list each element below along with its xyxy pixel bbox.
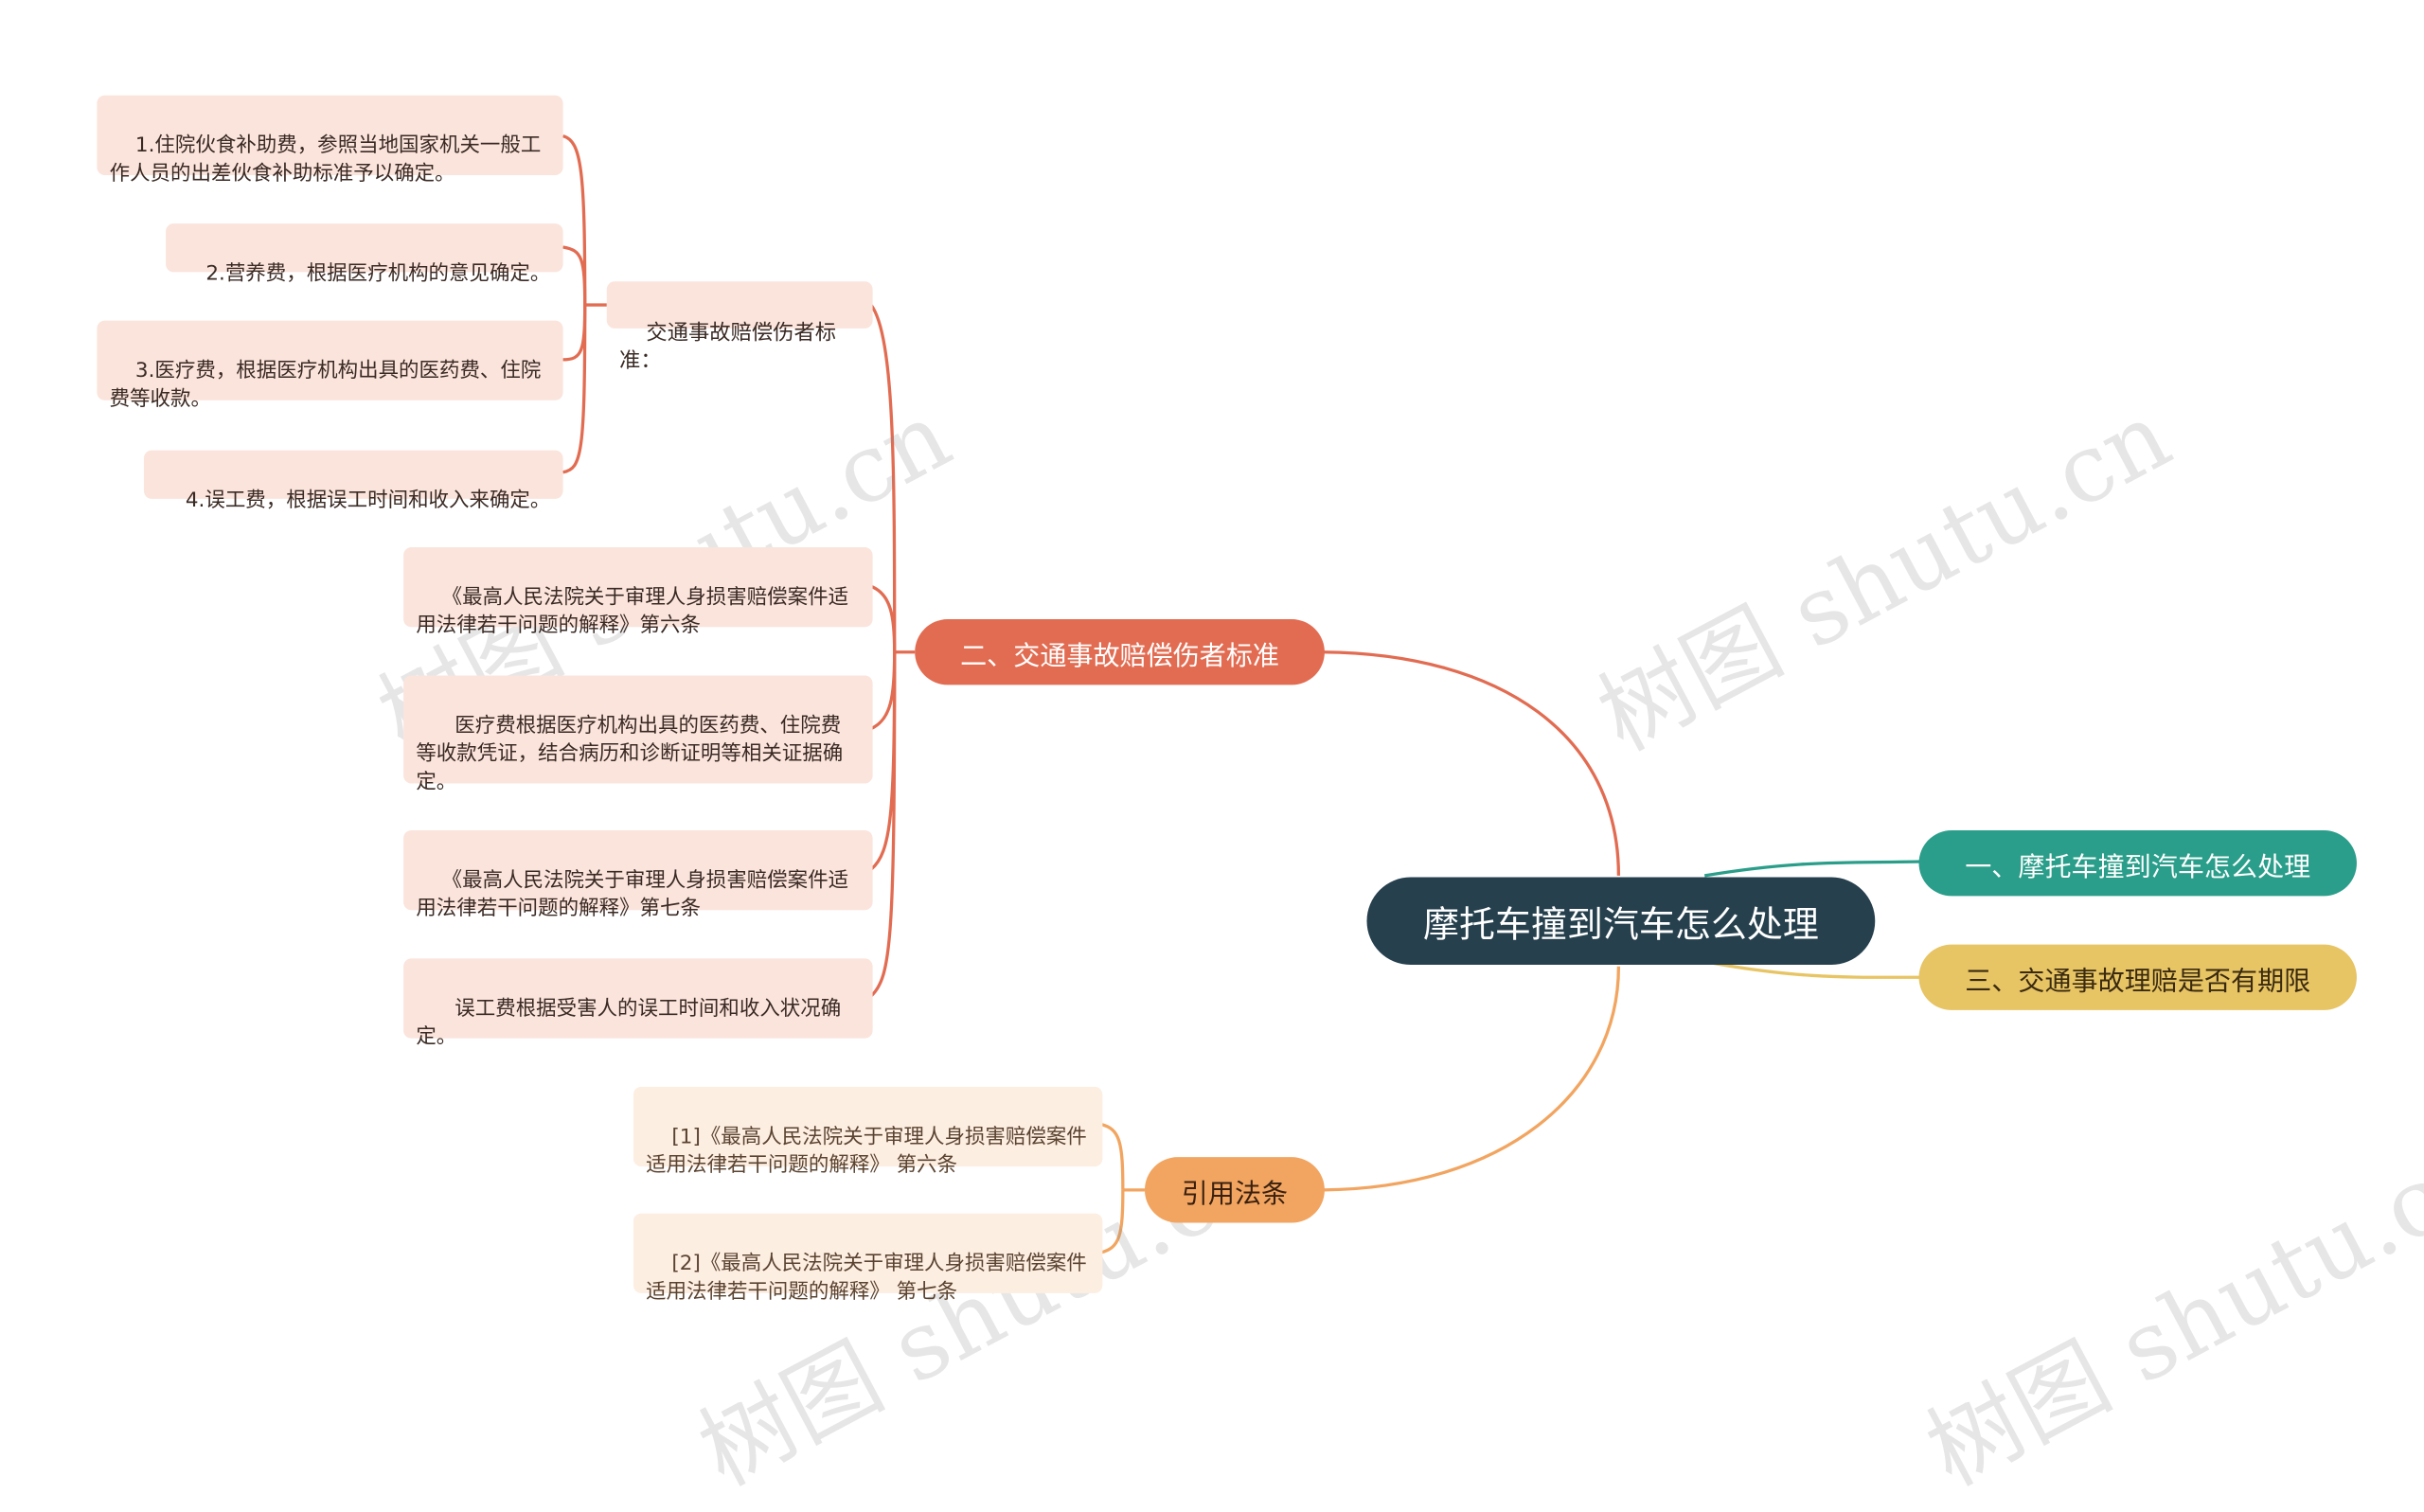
branch-two[interactable]: 二、交通事故赔偿伤者标准 xyxy=(915,619,1325,685)
explanation-item[interactable]: 误工费根据受害人的误工时间和收入状况确定。 xyxy=(403,958,873,1049)
citation-text: [2]《最高人民法院关于审理人身损害赔偿案件适用法律若干问题的解释》 第七条 xyxy=(646,1252,1087,1305)
citation-item[interactable]: [1]《最高人民法院关于审理人身损害赔偿案件适用法律若干问题的解释》 第六条 xyxy=(633,1086,1103,1178)
cite-links xyxy=(1100,1122,1145,1254)
explanation-text: 误工费根据受害人的误工时间和收入状况确定。 xyxy=(416,997,842,1050)
link-root-branch-two xyxy=(1323,650,1621,876)
citation-text: [1]《最高人民法院关于审理人身损害赔偿案件适用法律若干问题的解释》 第六条 xyxy=(646,1126,1087,1178)
branch-one[interactable]: 一、摩托车撞到汽车怎么处理 xyxy=(1918,829,2357,897)
branch-two-links xyxy=(869,304,916,998)
standard-item-text: 1.住院伙食补助费，参照当地国家机关一般工作人员的出差伙食补助标准予以确定。 xyxy=(109,134,542,187)
explanation-text: 医疗费根据医疗机构出具的医药费、住院费等收款凭证，结合病历和诊断证明等相关证据确… xyxy=(416,714,844,795)
law-reference-item[interactable]: 《最高人民法院关于审理人身损害赔偿案件适用法律若干问题的解释》第六条 xyxy=(403,547,873,638)
standard-item[interactable]: 1.住院伙食补助费，参照当地国家机关一般工作人员的出差伙食补助标准予以确定。 xyxy=(97,95,563,187)
standard-item-text: 3.医疗费，根据医疗机构出具的医药费、住院费等收款。 xyxy=(109,359,542,412)
branch-cite-label: 引用法条 xyxy=(1181,1178,1289,1210)
standard-item-text: 4.误工费，根据误工时间和收入来确定。 xyxy=(185,489,551,513)
explanation-item[interactable]: 医疗费根据医疗机构出具的医药费、住院费等收款凭证，结合病历和诊断证明等相关证据确… xyxy=(403,675,873,794)
branch-cite[interactable]: 引用法条 xyxy=(1144,1157,1325,1223)
link-root-branch-one xyxy=(1703,860,1921,878)
standard-item[interactable]: 3.医疗费，根据医疗机构出具的医药费、住院费等收款。 xyxy=(97,320,563,411)
link-root-branch-three xyxy=(1703,960,1921,979)
branch-two-label: 二、交通事故赔偿伤者标准 xyxy=(960,640,1280,672)
link-root-branch-cite xyxy=(1323,966,1621,1192)
law-reference-text: 《最高人民法院关于审理人身损害赔偿案件适用法律若干问题的解释》第七条 xyxy=(416,869,849,921)
standard-item-text: 2.营养费，根据医疗机构的意见确定。 xyxy=(205,262,551,287)
connector-lines xyxy=(562,134,1921,1254)
mind-map-canvas: 树图 shutu.cn 树图 shutu.cn 树图 shutu.cn 树图 s… xyxy=(97,95,2424,1507)
standard-item[interactable]: 2.营养费，根据医疗机构的意见确定。 xyxy=(166,223,563,286)
root-topic[interactable]: 摩托车撞到汽车怎么处理 xyxy=(1366,877,1876,966)
sub-standard-label: 交通事故赔偿伤者标准： xyxy=(619,320,837,374)
law-reference-text: 《最高人民法院关于审理人身损害赔偿案件适用法律若干问题的解释》第六条 xyxy=(416,586,849,638)
standard-item[interactable]: 4.误工费，根据误工时间和收入来确定。 xyxy=(143,450,563,513)
branch-three-label: 三、交通事故理赔是否有期限 xyxy=(1965,965,2311,997)
sub-standard-topic[interactable]: 交通事故赔偿伤者标准： xyxy=(606,281,873,374)
law-reference-item[interactable]: 《最高人民法院关于审理人身损害赔偿案件适用法律若干问题的解释》第七条 xyxy=(403,829,873,921)
branch-three[interactable]: 三、交通事故理赔是否有期限 xyxy=(1918,944,2357,1010)
branch-one-label: 一、摩托车撞到汽车怎么处理 xyxy=(1965,851,2311,883)
root-topic-label: 摩托车撞到汽车怎么处理 xyxy=(1422,905,1819,947)
citation-item[interactable]: [2]《最高人民法院关于审理人身损害赔偿案件适用法律若干问题的解释》 第七条 xyxy=(633,1213,1103,1304)
sub-standard-links xyxy=(562,134,607,474)
